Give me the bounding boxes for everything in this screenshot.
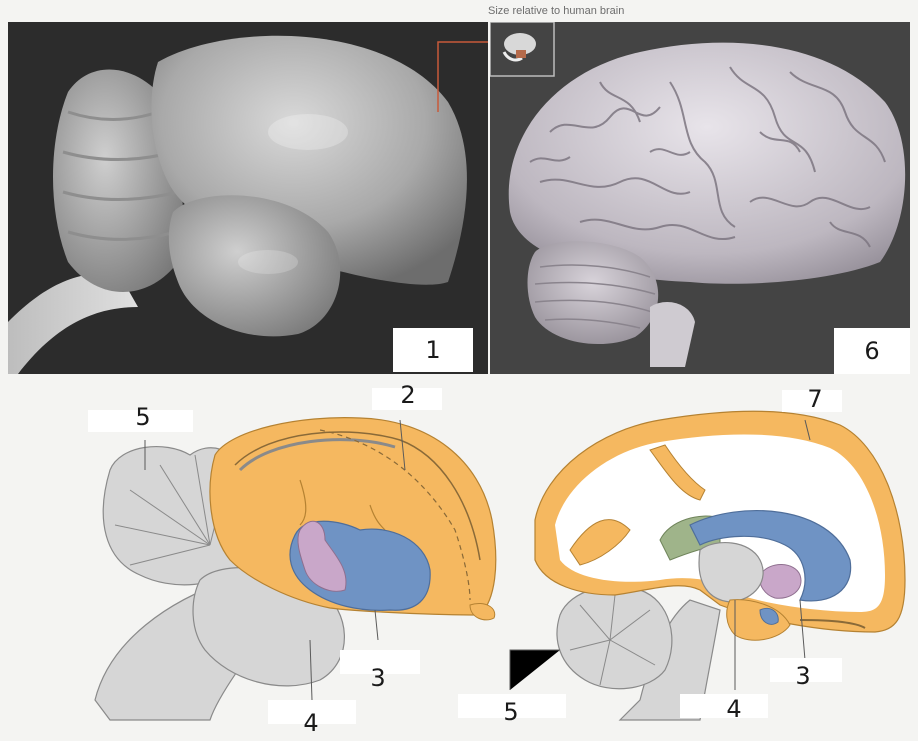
right-schematic [510,411,905,720]
label-right-blue: 3 [788,661,818,691]
label-left-cerebellum: 5 [128,402,158,432]
label-right-cerebellum: 5 [496,697,526,727]
label-right-brainstem: 4 [719,694,749,724]
label-left-cortex: 2 [393,380,423,410]
label-right-cortex: 7 [800,384,830,414]
left-schematic [95,418,496,720]
label-left-brainstem: 4 [296,708,326,738]
label-left-blue: 3 [363,663,393,693]
